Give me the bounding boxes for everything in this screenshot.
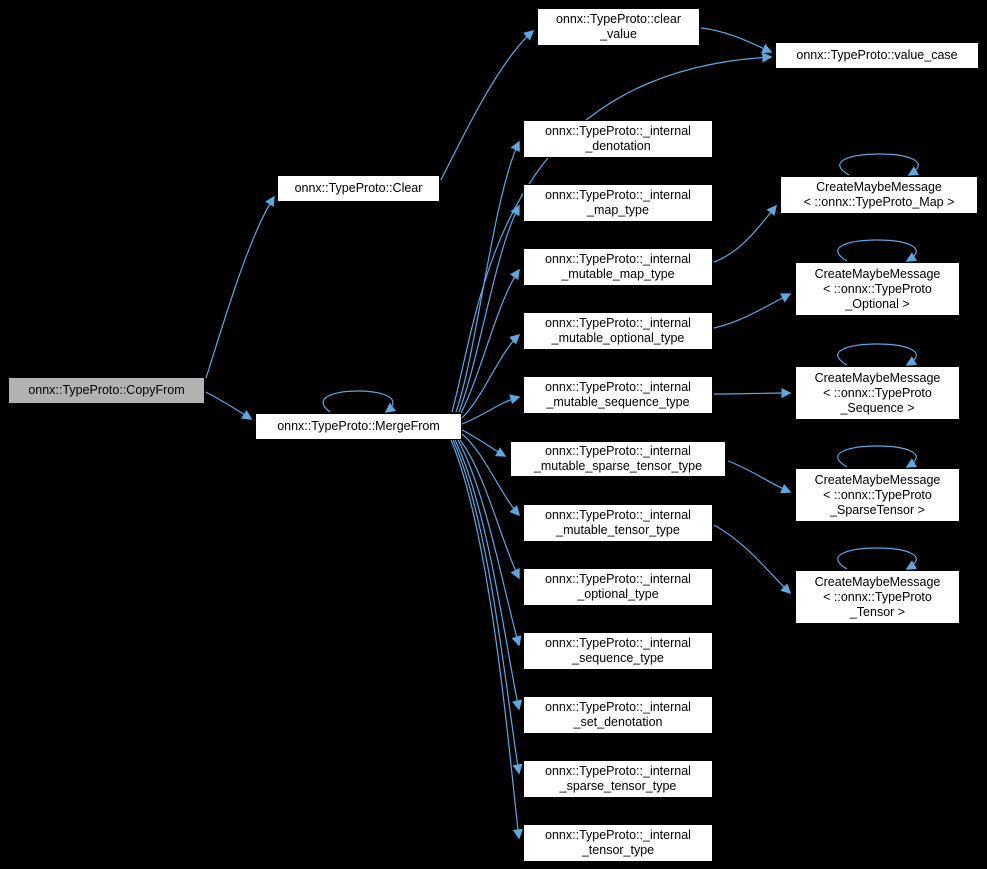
edge-mutabletensor-cmmtensor: [713, 524, 792, 595]
node-copyfrom[interactable]: onnx::TypeProto::CopyFrom: [8, 377, 205, 404]
node-internal-map-type[interactable]: onnx::TypeProto::_internal _map_type: [523, 184, 713, 222]
edge-copyfrom-mergefrom: [205, 391, 253, 420]
node-create-maybe-message-map[interactable]: CreateMaybeMessage < ::onnx::TypeProto_M…: [780, 176, 978, 214]
node-clear-label: onnx::TypeProto::Clear: [294, 181, 423, 195]
node-copyfrom-label: onnx::TypeProto::CopyFrom: [28, 383, 185, 397]
node-value-case-label: onnx::TypeProto::value_case: [796, 48, 958, 62]
self-loop-cmm-optional: [837, 239, 918, 262]
node-internal-mutable-optional-type-label: onnx::TypeProto::_internal _mutable_opti…: [545, 316, 691, 345]
node-internal-denotation-label: onnx::TypeProto::_internal _denotation: [545, 124, 691, 153]
node-internal-set-denotation[interactable]: onnx::TypeProto::_internal _set_denotati…: [523, 696, 713, 734]
node-clear-value-label: onnx::TypeProto::clear _value: [555, 12, 682, 41]
node-value-case[interactable]: onnx::TypeProto::value_case: [775, 42, 979, 69]
node-create-maybe-message-sequence[interactable]: CreateMaybeMessage < ::onnx::TypeProto _…: [795, 366, 960, 420]
node-create-maybe-message-optional[interactable]: CreateMaybeMessage < ::onnx::TypeProto _…: [795, 262, 960, 316]
node-internal-mutable-map-type-label: onnx::TypeProto::_internal _mutable_map_…: [545, 252, 691, 281]
node-internal-map-type-label: onnx::TypeProto::_internal _map_type: [545, 188, 691, 217]
node-internal-mutable-tensor-type-label: onnx::TypeProto::_internal _mutable_tens…: [545, 508, 691, 537]
edge-mergefrom-maptype: [458, 204, 520, 413]
edge-mergefrom-sequencetype: [457, 439, 522, 647]
edge-copyfrom-clear: [205, 195, 275, 379]
edge-mutablesequence-cmmsequence: [713, 387, 792, 399]
node-internal-denotation[interactable]: onnx::TypeProto::_internal _denotation: [523, 120, 713, 158]
node-internal-mutable-optional-type[interactable]: onnx::TypeProto::_internal _mutable_opti…: [523, 312, 713, 350]
edge-mergefrom-setdenotation: [454, 439, 523, 711]
node-internal-tensor-type-label: onnx::TypeProto::_internal _tensor_type: [545, 828, 691, 857]
node-internal-optional-type[interactable]: onnx::TypeProto::_internal _optional_typ…: [523, 568, 713, 606]
self-loop-cmm-map: [839, 153, 920, 176]
node-internal-mutable-sparse-tensor-type[interactable]: onnx::TypeProto::_internal _mutable_spar…: [509, 440, 727, 478]
node-internal-tensor-type[interactable]: onnx::TypeProto::_internal _tensor_type: [523, 824, 713, 862]
edge-mergefrom-mutable-sparsetensortype: [461, 429, 507, 457]
node-create-maybe-message-map-label: CreateMaybeMessage < ::onnx::TypeProto_M…: [803, 180, 955, 209]
node-internal-optional-type-label: onnx::TypeProto::_internal _optional_typ…: [545, 572, 691, 601]
edge-clear-clearvalue: [440, 29, 535, 181]
node-internal-mutable-sparse-tensor-type-label: onnx::TypeProto::_internal _mutable_spar…: [533, 444, 703, 473]
node-create-maybe-message-tensor-label: CreateMaybeMessage < ::onnx::TypeProto _…: [814, 574, 941, 619]
node-internal-mutable-sequence-type[interactable]: onnx::TypeProto::_internal _mutable_sequ…: [523, 376, 713, 414]
self-loop-mergefrom: [322, 390, 397, 413]
edge-mergefrom-sparsetensortype: [452, 439, 523, 775]
edge-mutableoptional-cmmoptional: [713, 293, 792, 329]
node-clear-value[interactable]: onnx::TypeProto::clear _value: [537, 8, 700, 46]
self-loop-cmm-tensor: [837, 547, 918, 570]
node-internal-mutable-sequence-type-label: onnx::TypeProto::_internal _mutable_sequ…: [545, 380, 691, 409]
edge-mergefrom-denotation: [455, 140, 520, 413]
node-mergefrom[interactable]: onnx::TypeProto::MergeFrom: [255, 413, 462, 440]
node-mergefrom-label: onnx::TypeProto::MergeFrom: [277, 419, 440, 433]
edge-mergefrom-mutable-sequencetype: [461, 394, 521, 425]
edge-mergefrom-tensortype: [450, 439, 523, 840]
node-internal-sequence-type[interactable]: onnx::TypeProto::_internal _sequence_typ…: [523, 632, 713, 670]
node-create-maybe-message-sparse-tensor[interactable]: CreateMaybeMessage < ::onnx::TypeProto _…: [795, 468, 960, 522]
edge-mergefrom-valuecase: [451, 52, 773, 413]
node-internal-set-denotation-label: onnx::TypeProto::_internal _set_denotati…: [545, 700, 691, 729]
node-clear[interactable]: onnx::TypeProto::Clear: [277, 175, 440, 202]
edge-mergefrom-mutable-tensortype: [461, 433, 521, 517]
self-loop-cmm-sequence: [837, 343, 918, 366]
node-internal-mutable-tensor-type[interactable]: onnx::TypeProto::_internal _mutable_tens…: [523, 504, 713, 542]
node-create-maybe-message-optional-label: CreateMaybeMessage < ::onnx::TypeProto _…: [814, 266, 941, 311]
node-internal-sequence-type-label: onnx::TypeProto::_internal _sequence_typ…: [545, 636, 691, 665]
edge-mutablesparsetensor-cmmsparsetensor: [727, 460, 792, 494]
node-internal-sparse-tensor-type[interactable]: onnx::TypeProto::_internal _sparse_tenso…: [523, 760, 713, 798]
edge-mergefrom-optionaltype: [459, 439, 520, 580]
node-internal-mutable-map-type[interactable]: onnx::TypeProto::_internal _mutable_map_…: [523, 248, 713, 286]
node-create-maybe-message-sequence-label: CreateMaybeMessage < ::onnx::TypeProto _…: [814, 370, 941, 415]
node-create-maybe-message-sparse-tensor-label: CreateMaybeMessage < ::onnx::TypeProto _…: [814, 472, 941, 517]
edge-mergefrom-mutable-optionaltype: [461, 333, 521, 419]
node-internal-sparse-tensor-type-label: onnx::TypeProto::_internal _sparse_tenso…: [545, 764, 691, 793]
edge-clearvalue-valuecase: [700, 27, 773, 54]
edge-mutablemap-cmmmap: [713, 204, 777, 263]
node-create-maybe-message-tensor[interactable]: CreateMaybeMessage < ::onnx::TypeProto _…: [795, 570, 960, 624]
self-loop-cmm-sparse-tensor: [837, 445, 918, 468]
edge-mergefrom-mutable-maptype: [460, 268, 520, 414]
